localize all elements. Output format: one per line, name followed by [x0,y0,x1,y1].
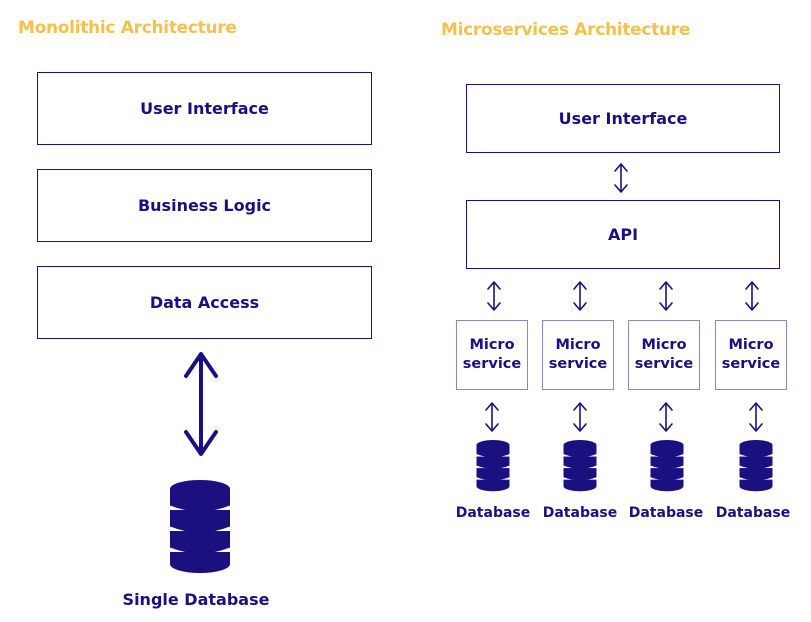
mono-bidirectional-arrow [184,352,218,456]
ui-api-arrow [614,163,628,193]
microservice-line2: service [634,356,694,372]
microservice-box: Micro service [628,320,700,390]
mono-layer-data: Data Access [37,266,372,339]
api-box: API [466,200,780,269]
database-label: Database [715,505,791,521]
microservice-line2: service [462,356,522,372]
api-service-arrow [745,281,759,311]
api-service-arrow [487,281,501,311]
microservice-box: Micro service [456,320,528,390]
microservice-line1: Micro [728,337,774,353]
service-database-arrow [485,402,499,432]
database-label: Database [542,505,618,521]
microservice-line1: Micro [555,337,601,353]
database-icon [649,439,685,493]
database-icon [475,439,511,493]
mono-layer-ui: User Interface [37,72,372,145]
microservice-box: Micro service [715,320,787,390]
service-database-arrow [573,402,587,432]
microservice-line2: service [548,356,608,372]
service-database-arrow [749,402,763,432]
microservice-line1: Micro [641,337,687,353]
database-icon [562,439,598,493]
api-service-arrow [573,281,587,311]
api-service-arrow [659,281,673,311]
database-label: Database [628,505,704,521]
micro-ui-box: User Interface [466,84,780,153]
single-database-icon [168,478,232,575]
microservice-line2: service [721,356,781,372]
database-icon [738,439,774,493]
mono-layer-business: Business Logic [37,169,372,242]
microservice-line1: Micro [469,337,515,353]
service-database-arrow [659,402,673,432]
microservices-title: Microservices Architecture [441,20,691,40]
monolithic-title: Monolithic Architecture [18,18,237,38]
microservice-box: Micro service [542,320,614,390]
database-label: Database [455,505,531,521]
single-database-label: Single Database [122,590,270,609]
